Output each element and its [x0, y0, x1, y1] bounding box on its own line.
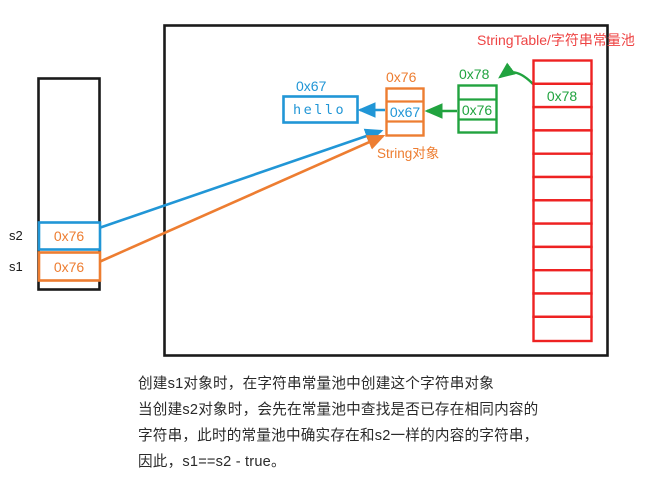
stack-slot-s2-label: s2: [9, 228, 23, 243]
string-object-box[interactable]: [385, 87, 425, 137]
caption-line: 创建s1对象时，在字符串常量池中创建这个字符串对象: [138, 376, 495, 392]
string-table-row[interactable]: [532, 245, 593, 272]
string-table-label: StringTable/字符串常量池: [477, 32, 635, 48]
string-table-row[interactable]: [532, 175, 593, 202]
caption-line: 字符串，此时的常量池中确实存在和s2一样的内容的字符串，: [138, 428, 539, 444]
char-array-content: hello: [293, 102, 346, 118]
stack-frame: [37, 77, 101, 291]
intern-ref-address-label: 0x78: [459, 66, 490, 82]
char-array-address-label: 0x67: [296, 78, 327, 94]
stack-slot-s1-value: 0x76: [54, 259, 85, 275]
string-table-row[interactable]: [532, 199, 593, 225]
stack-slot-s1[interactable]: [37, 251, 102, 282]
caption-line: 当创建s2对象时，会先在常量池中查找是否已存在相同内容的: [138, 402, 539, 418]
string-table-row[interactable]: [532, 152, 593, 179]
s1-reference-arrow: [98, 134, 386, 264]
caption-line: 因此，s1==s2 - true。: [138, 454, 286, 470]
string-table-row[interactable]: [532, 59, 593, 85]
string-table-to-intern-ref-arrow: [498, 62, 534, 85]
intern-ref-field-value: 0x76: [462, 102, 493, 118]
string-table-row[interactable]: [532, 315, 593, 343]
string-table-row[interactable]: [532, 269, 593, 295]
heap-container: [163, 24, 609, 357]
string-object-field-value: 0x67: [390, 104, 421, 120]
intern-ref-box[interactable]: [457, 84, 498, 134]
string-table-filled-value: 0x78: [547, 88, 578, 104]
string-object-address-label: 0x76: [386, 69, 417, 85]
string-table-row[interactable]: [532, 292, 593, 318]
stack-slot-s2-value: 0x76: [54, 228, 85, 244]
string-table-row[interactable]: [532, 129, 593, 155]
stack-slot-s2[interactable]: [37, 221, 102, 251]
string-table-row[interactable]: [532, 105, 593, 132]
stack-slot-s1-label: s1: [9, 259, 23, 274]
string-object-caption: String对象: [377, 146, 439, 161]
caption-block: 创建s1对象时，在字符串常量池中创建这个字符串对象 当创建s2对象时，会先在常量…: [138, 371, 653, 475]
string-table-row[interactable]: [532, 222, 593, 249]
s2-reference-arrow: [98, 128, 384, 230]
string-table: [532, 59, 593, 343]
